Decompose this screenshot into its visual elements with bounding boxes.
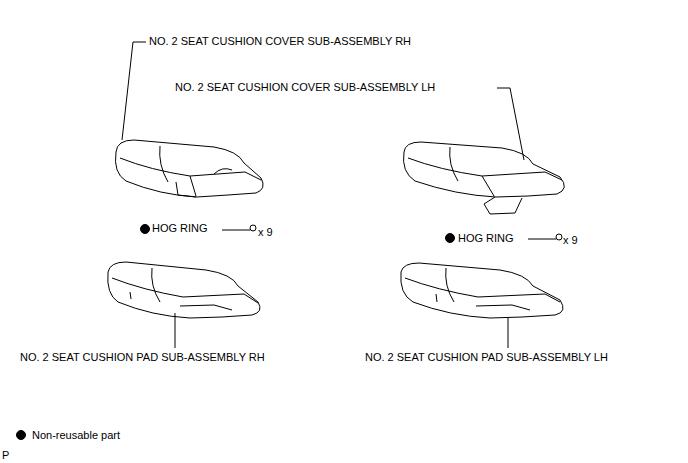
quantity: x 9 xyxy=(563,234,578,247)
part-name: NO. 2 SEAT CUSHION PAD SUB-ASSEMBLY RH xyxy=(20,351,265,364)
legend-text: Non-reusable part xyxy=(32,429,120,442)
leader-line xyxy=(122,42,146,140)
part-name: HOG RING xyxy=(458,232,514,245)
figure-code: P xyxy=(2,449,9,462)
legend-dot xyxy=(17,431,26,440)
part-name: NO. 2 SEAT CUSHION PAD SUB-ASSEMBLY LH xyxy=(365,351,608,364)
non-reusable-dot xyxy=(446,234,455,243)
leader-line xyxy=(175,313,176,348)
leader-line xyxy=(508,318,509,348)
part-name: NO. 2 SEAT CUSHION COVER SUB-ASSEMBLY LH xyxy=(175,81,435,94)
non-reusable-dot xyxy=(141,225,150,234)
part-name: HOG RING xyxy=(152,222,208,235)
seat-pad-rh xyxy=(108,262,260,318)
seat-pad-lh xyxy=(401,263,563,318)
quantity: x 9 xyxy=(258,226,273,239)
seat-cover-lh xyxy=(403,142,564,214)
part-name: NO. 2 SEAT CUSHION COVER SUB-ASSEMBLY RH xyxy=(149,35,411,48)
hog-ring-symbol xyxy=(556,234,562,240)
hog-ring-leader xyxy=(222,230,250,231)
leader-line xyxy=(497,88,524,160)
hog-ring-symbol xyxy=(250,225,256,231)
seat-cover-rh xyxy=(115,140,263,197)
hog-ring-leader xyxy=(528,239,556,240)
